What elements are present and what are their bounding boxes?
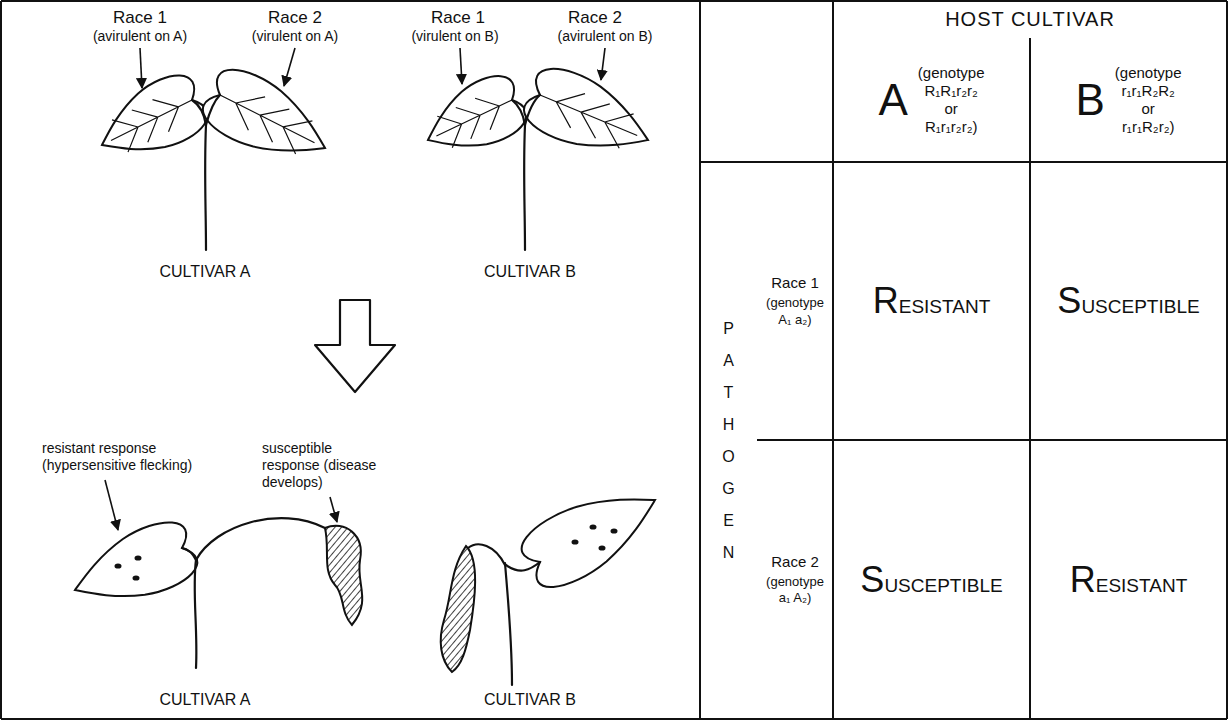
leaf-outline bbox=[522, 499, 655, 587]
column-header: HOST CULTIVAR bbox=[833, 1, 1227, 38]
leader-arrow bbox=[140, 48, 142, 88]
cell-heading: Race 1 bbox=[771, 274, 819, 291]
stem bbox=[525, 95, 540, 125]
leaf-outline bbox=[102, 75, 208, 149]
virulence-note: (virulent on B) bbox=[411, 28, 498, 45]
cell-heading: A bbox=[878, 78, 907, 122]
stem bbox=[206, 95, 220, 125]
cultivar-label: CULTIVAR B bbox=[484, 262, 576, 281]
hypersensitive-flecks bbox=[115, 524, 618, 580]
virulence-note: (avirulent on B) bbox=[558, 28, 653, 45]
grid-line bbox=[700, 161, 1227, 163]
leaf-vein bbox=[436, 98, 512, 147]
grid-line bbox=[699, 1, 701, 719]
cultivar-header: B(genotype r₁r₁R₂R₂ or r₁r₁R₂r₂) bbox=[1030, 38, 1227, 162]
race-header: Race 2 (genotype a₁ A₂) bbox=[757, 440, 833, 719]
outcome-cell: RESISTANT bbox=[833, 162, 1030, 440]
outcome-cell: SUSCEPTIBLE bbox=[1030, 162, 1227, 440]
genotype-note: (genotype A₁ a₂) bbox=[760, 295, 830, 328]
cell-heading: RESISTANT bbox=[873, 280, 991, 322]
grid-line bbox=[0, 1, 2, 719]
grid-line bbox=[757, 439, 1227, 441]
stem bbox=[506, 562, 540, 571]
stem bbox=[192, 100, 206, 125]
fleck-dot bbox=[599, 545, 606, 550]
fleck-dot bbox=[611, 528, 618, 533]
outcome-cell: RESISTANT bbox=[1030, 440, 1227, 719]
leaf-outline bbox=[75, 522, 197, 596]
stem bbox=[195, 560, 197, 668]
row-header: PATHOGEN bbox=[700, 162, 757, 719]
race-label: Race 2 bbox=[568, 8, 622, 28]
cultivar-header: A(genotype R₁R₁r₂r₂ or R₁r₁r₂r₂) bbox=[833, 38, 1030, 162]
grid-line bbox=[1, 718, 1227, 720]
plant-stems bbox=[182, 95, 540, 685]
race-label: Race 1 bbox=[113, 8, 167, 28]
stem bbox=[204, 125, 207, 250]
genotype-note: (genotype R₁R₁r₂r₂ or R₁r₁r₂r₂) bbox=[918, 64, 985, 136]
cultivar-label: CULTIVAR A bbox=[160, 262, 251, 281]
race-header: Race 1 (genotype A₁ a₂) bbox=[757, 162, 833, 440]
cell-heading: Race 2 bbox=[771, 553, 819, 570]
diseased-leaf bbox=[325, 526, 362, 625]
leader-arrow bbox=[601, 48, 605, 80]
leader-arrow bbox=[460, 48, 462, 84]
leaf-outline bbox=[428, 76, 527, 145]
plant-leaves bbox=[75, 69, 655, 596]
leaf-vein bbox=[540, 94, 637, 149]
cell-heading: SUSCEPTIBLE bbox=[860, 559, 1002, 601]
outcome-cell: SUSCEPTIBLE bbox=[833, 440, 1030, 719]
race-label: Race 1 bbox=[431, 8, 485, 28]
stem bbox=[523, 125, 526, 250]
virulence-note: (avirulent on A) bbox=[93, 28, 187, 45]
fleck-dot bbox=[572, 539, 579, 544]
grid-line bbox=[1029, 38, 1031, 719]
leader-arrow bbox=[105, 480, 118, 530]
stem bbox=[182, 548, 196, 560]
cell-heading: SUSCEPTIBLE bbox=[1057, 280, 1199, 322]
fleck-dot bbox=[135, 555, 142, 560]
grid-line bbox=[1, 0, 1227, 2]
leaf-vein bbox=[220, 95, 315, 154]
race-label: Race 2 bbox=[268, 8, 322, 28]
leader-arrow bbox=[330, 497, 337, 522]
outcome-arrow bbox=[315, 300, 395, 392]
genotype-note: (genotype a₁ A₂) bbox=[760, 574, 830, 607]
wilted-tissue bbox=[325, 526, 475, 672]
leaf-vein bbox=[111, 100, 192, 152]
fleck-dot bbox=[115, 563, 122, 568]
fleck-dot bbox=[590, 524, 597, 529]
response-note: susceptible response (disease develops) bbox=[262, 440, 387, 490]
response-note: resistant response (hypersensitive fleck… bbox=[42, 440, 222, 474]
genotype-note: (genotype r₁r₁R₂R₂ or r₁r₁R₂r₂) bbox=[1115, 64, 1182, 136]
grid-line bbox=[1226, 1, 1228, 719]
cultivar-label: CULTIVAR B bbox=[484, 690, 576, 709]
cell-heading: B bbox=[1075, 78, 1104, 122]
leaf-outline bbox=[524, 69, 648, 146]
leader-arrow bbox=[284, 48, 295, 86]
stem bbox=[505, 563, 512, 685]
stem bbox=[196, 518, 325, 560]
cultivar-label: CULTIVAR A bbox=[160, 690, 251, 709]
cell-heading: PATHOGEN bbox=[721, 313, 737, 569]
grid-line bbox=[832, 1, 834, 719]
stem bbox=[512, 100, 525, 125]
cell-heading: HOST CULTIVAR bbox=[945, 8, 1115, 31]
virulence-note: (virulent on A) bbox=[252, 28, 338, 45]
fleck-dot bbox=[133, 575, 140, 580]
cell-heading: RESISTANT bbox=[1070, 559, 1188, 601]
diseased-leaf bbox=[441, 546, 475, 672]
